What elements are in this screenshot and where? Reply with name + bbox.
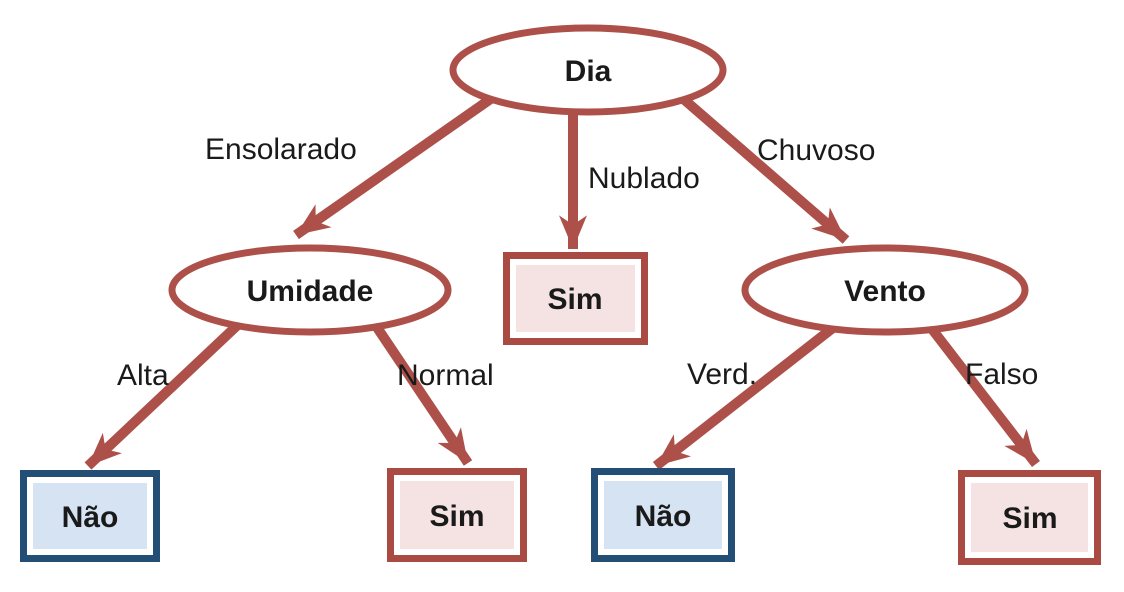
leaf-nao-verd-label: Não [635,500,692,533]
edge-vento-falso [921,316,1040,468]
edge-umidade-normal [367,317,473,466]
edge-vento-verd [652,316,847,470]
node-dia: Dia [449,24,727,116]
node-vento-ellipse [741,244,1029,336]
leaf-nao-verd: Não [591,468,735,562]
edge-label-falso: Falso [965,358,1038,391]
edges [84,92,1040,470]
edge-dia-chuvoso [676,92,850,244]
leaf-nao-verd-fill [604,481,722,549]
leaf-nao-alta-label: Não [62,501,119,534]
node-umidade-ellipse [168,244,452,336]
node-vento-label: Vento [844,275,926,308]
leaf-nao-alta-fill [33,483,147,549]
leaf-sim-normal-label: Sim [429,500,484,533]
node-dia-ellipse [449,24,727,116]
edge-label-alta: Alta [117,359,169,392]
leaf-sim-falso-fill [971,483,1088,552]
leaf-nao-alta: Não [20,470,160,562]
leaf-sim-normal: Sim [387,468,527,562]
edge-label-ensolarado: Ensolarado [205,133,357,166]
leaf-sim-nublado: Sim [503,252,648,345]
leaf-sim-normal-fill [400,481,514,549]
edge-label-nublado: Nublado [588,162,700,195]
node-umidade-label: Umidade [247,275,374,308]
leaf-sim-falso: Sim [958,470,1101,565]
node-vento: Vento [741,244,1029,336]
node-dia-label: Dia [565,55,612,88]
leaf-sim-nublado-fill [516,265,635,332]
edge-label-verd: Verd. [687,358,757,391]
leaf-sim-nublado-label: Sim [547,283,602,316]
leaf-sim-falso-label: Sim [1002,502,1057,535]
edge-label-normal: Normal [397,359,494,392]
edge-label-chuvoso: Chuvoso [757,134,875,167]
edge-umidade-alta [84,316,247,470]
node-umidade: Umidade [168,244,452,336]
edge-labels: Ensolarado Nublado Chuvoso Alta Normal V… [117,133,1038,392]
edge-dia-ensolarado [293,93,495,240]
